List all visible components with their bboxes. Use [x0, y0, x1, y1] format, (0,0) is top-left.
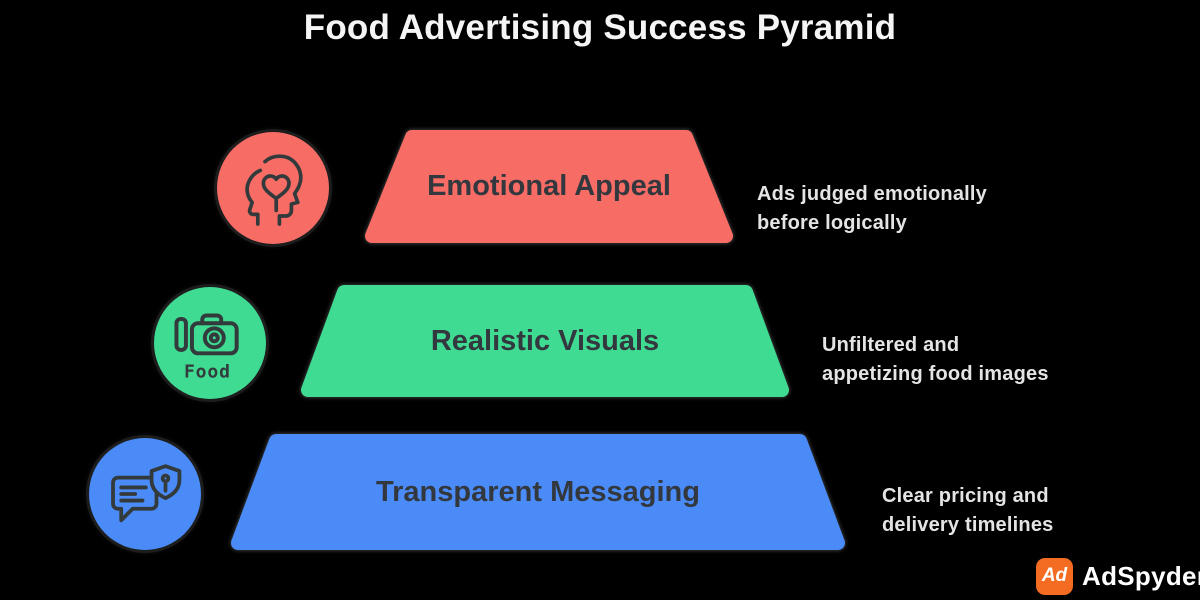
pyramid-level-label: Realistic Visuals — [430, 324, 660, 357]
annotation-transparent-messaging: Clear pricing and delivery timelines — [882, 482, 1053, 540]
transparent-messaging-badge — [89, 438, 201, 550]
food-camera-icon: Food — [174, 313, 239, 382]
annotation-line: Clear pricing and — [882, 485, 1049, 507]
pyramid-level-realistic-visuals: Realistic Visuals — [301, 285, 789, 397]
food-camera-icon-label: Food — [184, 361, 231, 382]
annotation-realistic-visuals: Unfiltered and appetizing food images — [822, 331, 1049, 389]
annotation-line: delivery timelines — [882, 514, 1054, 536]
pyramid-level-emotional-appeal: Emotional Appeal — [365, 130, 733, 243]
pyramid-level-label: Transparent Messaging — [376, 475, 700, 508]
trapezoid-shape-red — [365, 130, 733, 243]
emotional-appeal-badge — [217, 132, 329, 244]
adspyder-logo: Ad AdSpyder — [1036, 556, 1200, 596]
annotation-line: before logically — [757, 212, 907, 234]
trapezoid-shape-green — [301, 285, 789, 397]
page-title: Food Advertising Success Pyramid — [303, 8, 897, 47]
trapezoid-shape-blue — [231, 434, 845, 550]
pyramid-level-label: Emotional Appeal — [427, 170, 671, 202]
annotation-line: Ads judged emotionally — [757, 183, 987, 205]
annotation-emotional-appeal: Ads judged emotionally before logically — [757, 180, 987, 238]
realistic-visuals-badge: Food — [154, 287, 266, 399]
pyramid-level-transparent-messaging: Transparent Messaging — [231, 434, 845, 550]
annotation-line: appetizing food images — [822, 363, 1049, 385]
adspyder-logo-text: AdSpyder — [1082, 560, 1200, 591]
empathy-head-heart-icon — [245, 154, 303, 226]
annotation-line: Unfiltered and — [822, 334, 960, 356]
secure-chat-shield-icon — [111, 464, 182, 523]
adspyder-logo-icon: Ad — [1036, 557, 1073, 595]
